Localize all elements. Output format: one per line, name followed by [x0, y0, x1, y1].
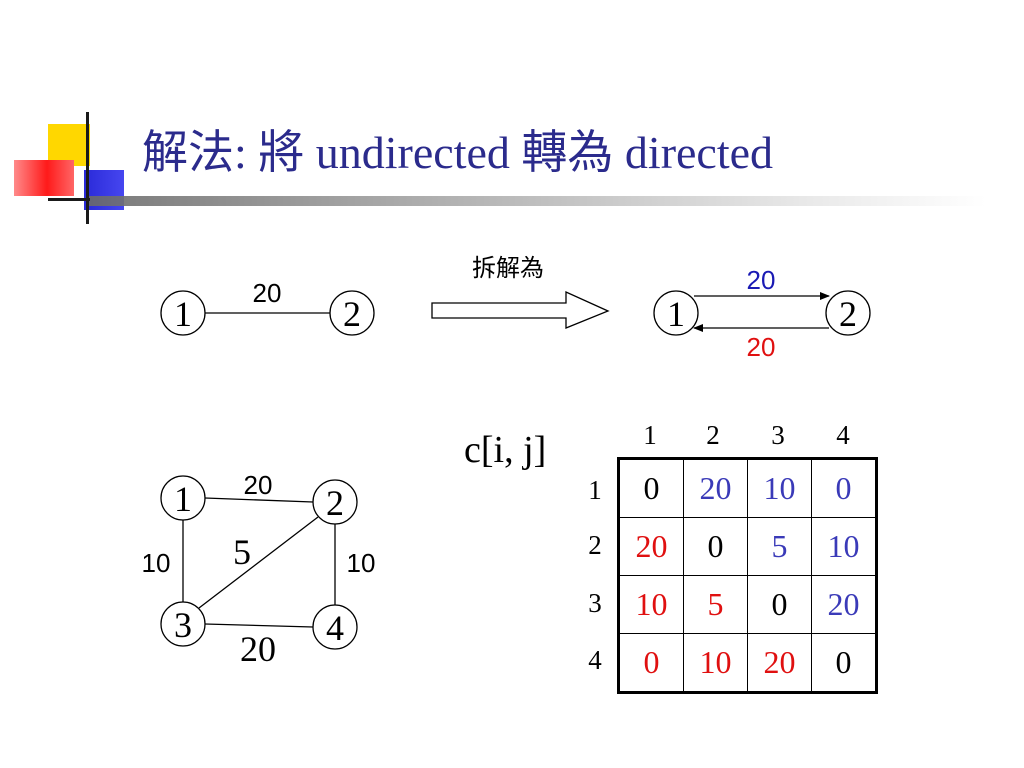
- matrix-row: 0 20 10 0: [618, 458, 877, 518]
- edge-weight-forward: 20: [747, 265, 776, 295]
- matrix-cell: 0: [618, 633, 684, 693]
- matrix-label: c[i, j]: [464, 429, 547, 471]
- matrix-cell: 0: [811, 633, 877, 693]
- matrix-col-header: 4: [836, 420, 850, 450]
- transform-arrow-icon: [431, 290, 610, 329]
- matrix-row-header: 3: [588, 588, 602, 618]
- matrix-col-header: 3: [771, 420, 785, 450]
- matrix-cell: 20: [811, 575, 877, 634]
- node-circle: [160, 601, 206, 647]
- matrix-row: 10 5 0 20: [618, 575, 877, 634]
- matrix-row-header: 4: [588, 645, 602, 675]
- matrix-col-header: 1: [643, 420, 657, 450]
- edge-weight: 10: [347, 548, 376, 578]
- matrix-row-header: 2: [588, 530, 602, 560]
- matrix-cell: 0: [747, 575, 812, 634]
- matrix-cell: 5: [683, 575, 748, 634]
- edge-weight-backward: 20: [747, 332, 776, 362]
- matrix-row: 0 10 20 0: [618, 633, 877, 693]
- node-circle: [825, 290, 871, 336]
- node-label: 1: [667, 294, 685, 334]
- matrix-cell: 10: [683, 633, 748, 693]
- matrix-cell: 10: [811, 517, 877, 576]
- edge-weight: 10: [142, 548, 171, 578]
- top-right-graph: 1 2 20 20: [653, 265, 871, 362]
- matrix-row: 20 0 5 10: [618, 517, 877, 576]
- matrix-col-header: 2: [706, 420, 720, 450]
- matrix-row-header: 1: [588, 475, 602, 505]
- edge-weight: 20: [240, 629, 276, 669]
- cost-matrix-table: 0 20 10 0 20 0 5 10 10 5 0 20 0 10 20 0: [617, 457, 878, 694]
- logo-yellow-square: [48, 124, 90, 166]
- transform-label: 拆解為: [472, 255, 544, 282]
- node-circle: [312, 479, 358, 525]
- node-circle: [329, 290, 375, 336]
- matrix-cell: 20: [618, 517, 684, 576]
- node-label: 1: [174, 294, 192, 334]
- matrix-cell: 0: [811, 458, 877, 518]
- logo-vertical-line: [86, 112, 89, 224]
- edge-1-2: [204, 497, 314, 503]
- node-label: 2: [326, 483, 344, 523]
- node-circle: [160, 475, 206, 521]
- slide-title: 解法: 將 undirected 轉為 directed: [142, 127, 774, 178]
- node-circle: [160, 290, 206, 336]
- edge-2-3: [198, 516, 319, 609]
- node-label: 1: [174, 479, 192, 519]
- edge-weight: 5: [233, 532, 251, 572]
- matrix-cell: 10: [618, 575, 684, 634]
- node-label: 3: [174, 605, 192, 645]
- title-underline-rule: [86, 196, 986, 206]
- node-circle: [653, 290, 699, 336]
- logo-red-bar: [14, 160, 74, 196]
- matrix-cell: 0: [618, 458, 684, 518]
- logo-horizontal-line: [48, 198, 90, 201]
- top-left-graph: 1 2 20: [160, 278, 375, 336]
- edge-weight: 20: [244, 470, 273, 500]
- node-label: 4: [326, 608, 344, 648]
- node-circle: [312, 604, 358, 650]
- edge-3-4: [204, 623, 314, 628]
- matrix-cell: 10: [747, 458, 812, 518]
- bottom-graph: 1 2 3 4 20 10 10 5 20: [142, 470, 376, 669]
- matrix-cell: 0: [683, 517, 748, 576]
- matrix-cell: 20: [747, 633, 812, 693]
- matrix-cell: 20: [683, 458, 748, 518]
- node-label: 2: [343, 294, 361, 334]
- edge-weight: 20: [253, 278, 282, 308]
- matrix-cell: 5: [747, 517, 812, 576]
- node-label: 2: [839, 294, 857, 334]
